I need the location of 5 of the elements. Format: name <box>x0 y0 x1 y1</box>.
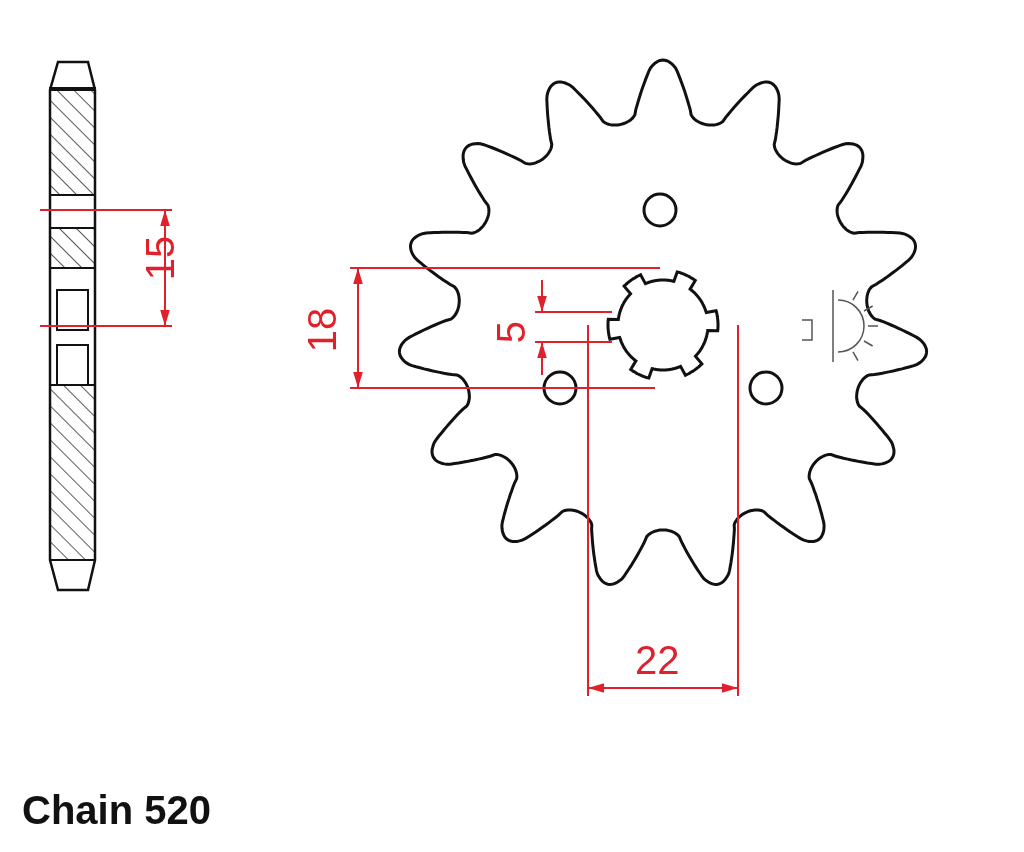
chain-size-note: Chain 520 <box>22 790 211 830</box>
dimension-label: 22 <box>635 640 680 680</box>
dimension-label: 5 <box>491 320 532 344</box>
dimension-label: 15 <box>140 235 181 281</box>
dimension-label: 18 <box>302 307 343 353</box>
